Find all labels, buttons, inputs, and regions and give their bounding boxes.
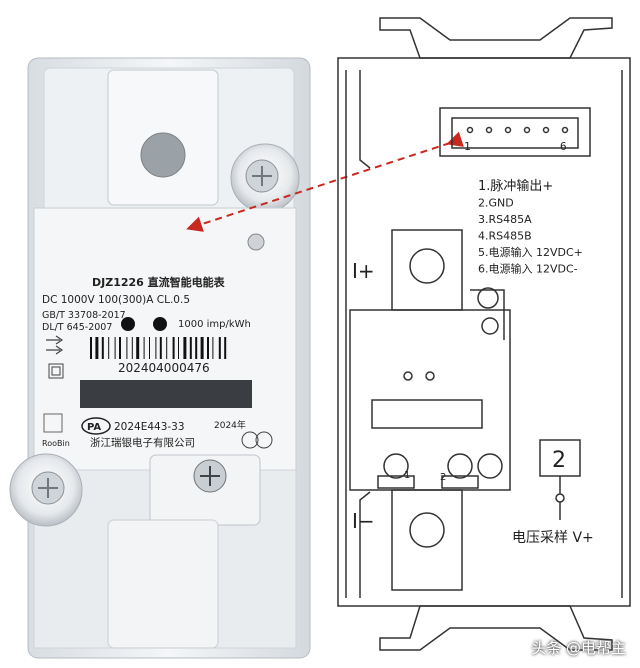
current-out-label: I− [352, 509, 375, 533]
barcode-bar [143, 337, 145, 359]
barcode-bar [119, 337, 121, 359]
barcode-bar [136, 337, 140, 359]
brand-logo-icon [43, 413, 63, 433]
watermark: 头条 @电帮主 [531, 639, 626, 657]
diagram-top-bracket [379, 17, 613, 59]
measure-module [349, 309, 511, 491]
bottom-terminal-knob [9, 453, 83, 527]
manufacturer: 浙江瑞银电子有限公司 [90, 436, 195, 449]
barcode-bar [159, 337, 162, 359]
terminal-1-icon [383, 453, 409, 479]
pin-label: 6.电源输入 12VDC- [478, 262, 578, 276]
approval-number: 2024E443-33 [114, 421, 185, 433]
double-insulation-icon [48, 363, 64, 379]
barcode-bar [101, 337, 104, 359]
barcode-bar [172, 337, 175, 359]
pa-mark: PA [81, 417, 111, 435]
meter-photo: DJZ1226 直流智能电能表 DC 1000V 100(300)A CL.0.… [9, 57, 311, 659]
busbar-bottom-hole-icon [409, 512, 445, 548]
barcode-bar [212, 337, 214, 359]
pulse-symbol-icon [46, 335, 64, 355]
connector-pin-icon [542, 126, 550, 134]
lcd-display [80, 380, 252, 408]
connector-pin-icon [485, 126, 493, 134]
pin-label: 3.RS485A [478, 213, 532, 226]
connector-pins [466, 126, 569, 134]
barcode-bar [114, 337, 116, 359]
wiring-diagram [337, 17, 631, 651]
barcode-bar [183, 337, 187, 359]
barcode-bar [200, 337, 204, 359]
connector-pin-icon [504, 126, 512, 134]
meter-impulse: 1000 imp/kWh [178, 319, 251, 330]
voltage-node-icon [555, 493, 565, 503]
barcode-bar [155, 337, 157, 359]
seal-hole-icon [247, 233, 265, 251]
connector-pin-icon [466, 126, 474, 134]
barcode-bar [126, 337, 128, 359]
manufacture-year: 2024年 [214, 419, 246, 431]
bracket-hole-icon [140, 132, 186, 178]
barcode-bar [95, 337, 99, 359]
pin-list: 1.脉冲输出+ 2.GND 3.RS485A 4.RS485B 5.电源输入 12VDC… [478, 178, 583, 276]
connector-pin-icon [523, 126, 531, 134]
meter-model: DJZ1226 直流智能电能表 [92, 275, 226, 289]
barcode-bar [166, 337, 168, 359]
barcode-bar [108, 337, 110, 359]
pin-label: 5.电源输入 12VDC+ [478, 245, 583, 259]
top-terminal-knob [230, 143, 300, 213]
diagram-bottom-bracket [379, 605, 613, 651]
terminal-1-label: 1 [404, 470, 410, 481]
connector-pointer-arrow [186, 131, 464, 232]
brand-name: RooBin [42, 439, 70, 448]
meter-standard-2: DL/T 645-2007 [42, 322, 112, 333]
double-insulation-icon-inner [51, 366, 61, 376]
barcode [90, 337, 227, 359]
meter-rating: DC 1000V 100(300)A CL.0.5 [42, 294, 190, 306]
bottom-screw [193, 459, 227, 493]
bottom-bracket [107, 519, 219, 649]
pin-label: 2.GND [478, 197, 514, 210]
current-in-label: I+ [352, 259, 375, 283]
connector-pin-last: 6 [560, 140, 567, 153]
nameplate [33, 207, 297, 471]
barcode-bar [207, 337, 209, 359]
busbar-top [391, 229, 463, 311]
pulse-led-icon [121, 317, 135, 331]
barcode-bar [189, 337, 192, 359]
cert-logo-icon [241, 431, 273, 449]
terminal-2-icon [447, 453, 473, 479]
barcode-bar [178, 337, 179, 359]
barcode-bar [149, 337, 150, 359]
busbar-bottom [391, 489, 463, 591]
voltage-sampling-label: 电压采样 V+ [512, 530, 594, 546]
busbar-top-hole-icon [409, 248, 445, 284]
voltage-box-number: 2 [552, 448, 566, 473]
module-mount-icon [477, 287, 499, 309]
connector-pin-first: 1 [464, 140, 471, 153]
pulse-led-icon-2 [153, 317, 167, 331]
meter-standard-1: GB/T 33708-2017 [42, 310, 126, 321]
svg-text:PA: PA [87, 422, 101, 433]
terminal-2-label: 2 [440, 472, 446, 483]
comm-connector [439, 107, 591, 157]
barcode-bar [195, 337, 198, 359]
connector-pin-icon [561, 126, 569, 134]
meter-serial: 202404000476 [118, 361, 210, 375]
barcode-bar [90, 337, 92, 359]
pin-label: 4.RS485B [478, 230, 532, 243]
terminal-3-icon [477, 453, 503, 479]
barcode-bar [131, 337, 133, 359]
barcode-bar [218, 337, 221, 359]
pin-label: 1.脉冲输出+ [478, 178, 553, 194]
barcode-bar [224, 337, 227, 359]
